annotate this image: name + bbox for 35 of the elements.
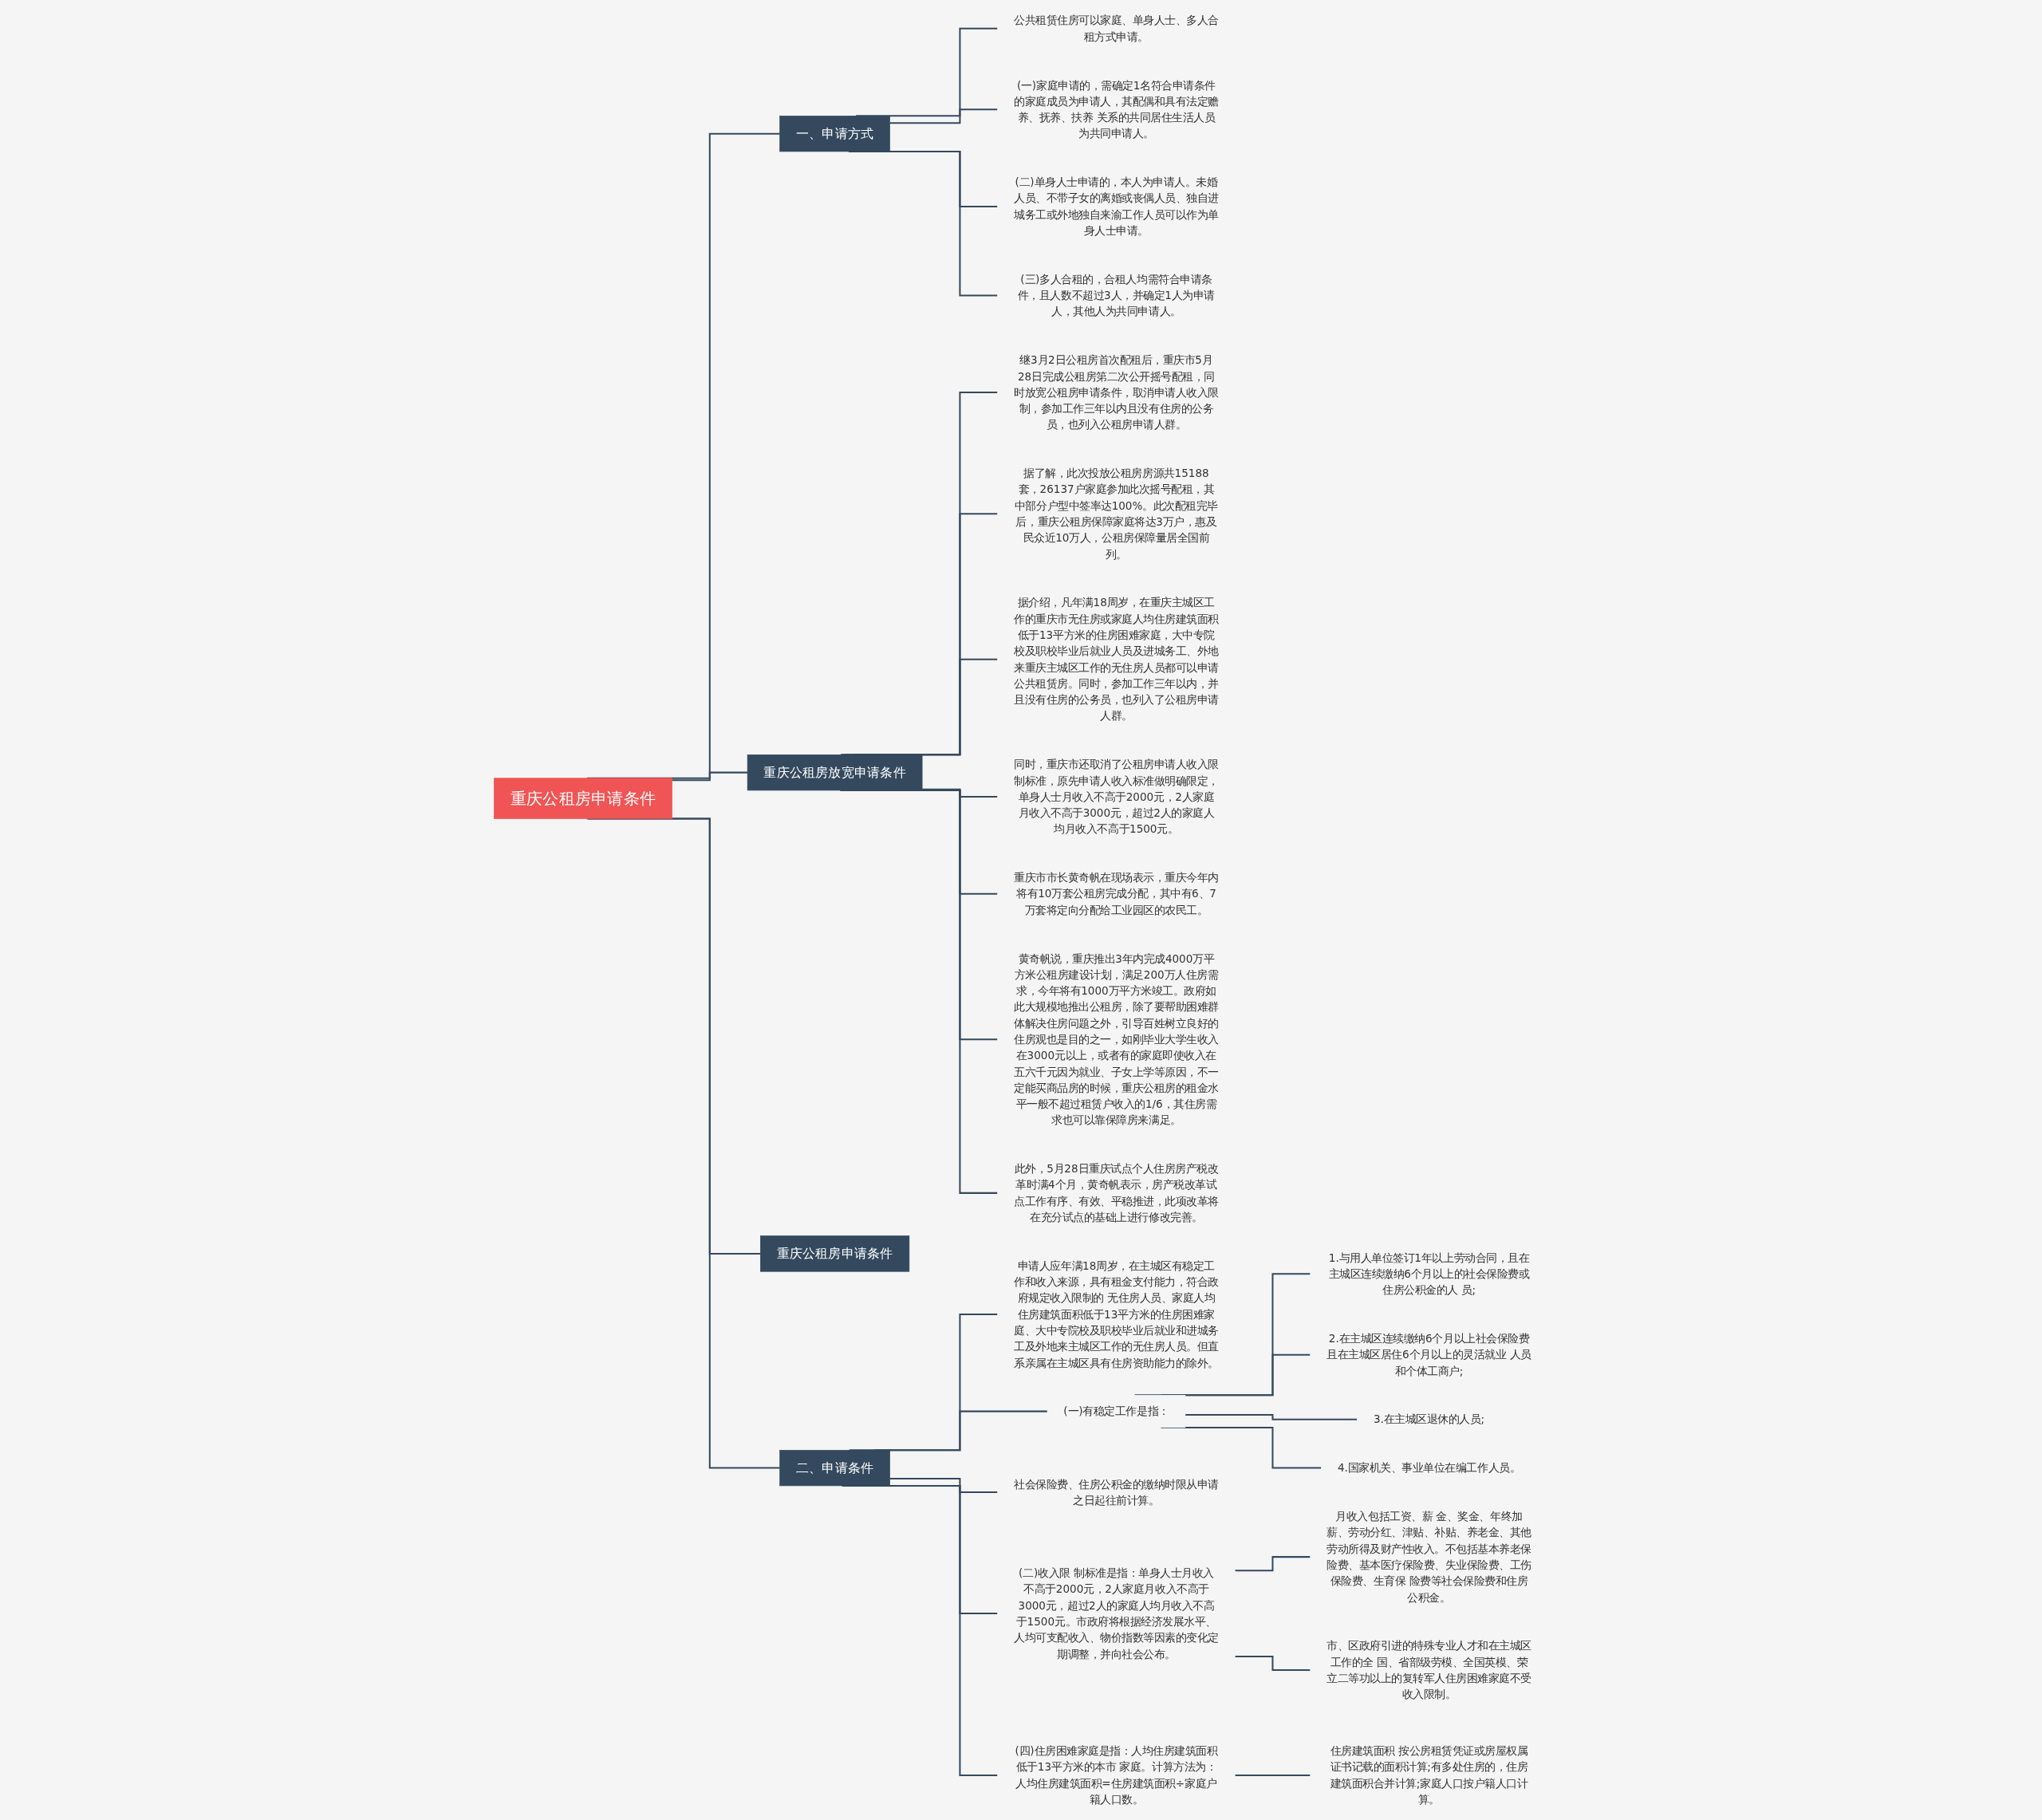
node-text: 申请人应年满18周岁，在主城区有稳定工作和收入来源，具有租金支付能力，符合政府规定收入限制的 无住房人员、家庭人均住房建筑面积低于13平方米的住房困难家庭、大中专院校及职校毕业后就业和进城务工及外地来主城区工作的无住房人员。但直系亲属在主城区具有住房资助能力的除外。 xyxy=(1014,1259,1220,1369)
node-box: 二、申请条件 xyxy=(779,1449,891,1487)
node-text: 2.在主城区连续缴纳6个月以上社会保险费且在主城区居住6个月以上的灵活就业 人员和个体工商户; xyxy=(1327,1332,1532,1378)
node-text: (二)单身人士申请的，本人为申请人。未婚人员、不带子女的离婚或丧偶人员、独自进城务工或外地独自来渝工作人员可以作为单身人士申请。 xyxy=(1014,175,1220,238)
node-text: 重庆市市长黄奇帆在现场表示，重庆今年内将有10万套公租房完成分配，其中有6、7万套将定向分配给工业园区的农民工。 xyxy=(1014,871,1220,917)
node-text: 此外，5月28日重庆试点个人住房房产税改革时满4个月，黄奇帆表示，房产税改革试点工作有序、有效、平稳推进，此项改革将在充分试点的基础上进行修改完善。 xyxy=(1014,1162,1220,1224)
node-text: 社会保险费、住房公积金的缴纳时限从申请之日起往前计算。 xyxy=(1014,1477,1220,1507)
node-text: 3.在主城区退休的人员; xyxy=(1374,1412,1485,1426)
node-text: (二)收入限 制标准是指：单身人士月收入不高于2000元，2人家庭月收入不高于3000元，超过2人的家庭人均月收入不高于1500元。市政府将根据经济发展水平、人均可支配收入、物价指数等因素的变化定期调整，并向社会公布。 xyxy=(1014,1566,1220,1660)
node-text: 住房建筑面积 按公房租赁凭证或房屋权属证书记载的面积计算;有多处住房的，住房建筑面积合并计算;家庭人口按户籍人口计算。 xyxy=(1330,1744,1528,1806)
node-text: 4.国家机关、事业单位在编工作人员。 xyxy=(1338,1461,1521,1475)
connector xyxy=(1185,1414,1358,1420)
connector xyxy=(922,788,999,798)
node-box: 一、申请方式 xyxy=(779,116,891,152)
connector xyxy=(889,1477,999,1494)
node-box: 重庆公租房放宽申请条件 xyxy=(747,754,923,791)
connector xyxy=(672,771,749,782)
connector xyxy=(889,108,999,124)
node-text: 月收入包括工资、薪 金、奖金、年终加薪、劳动分红、津贴、补贴、养老金、其他劳动所得及财产性收入。不包括基本养老保险费、基本医疗保险费、失业保险费、工伤保险费、生育保 险费等社会保险费和住房公积金。 xyxy=(1327,1510,1532,1604)
node-box: 重庆公租房申请条件 xyxy=(760,1235,910,1272)
node-text: (三)多人合租的，合租人均需符合申请条件，且人数不超过3人，并确定1人为申请人，其他人为共同申请人。 xyxy=(1018,273,1216,318)
node-text: 据了解，此次投放公租房房源共15188套，26137户家庭参加此次摇号配租，其中部分户型中签率达100%。此次配租完毕后，重庆公租房保障家庭将达3万户，惠及民众近10万人，公租房保障量居全国前列。 xyxy=(1015,467,1219,561)
connector xyxy=(1235,1556,1311,1572)
node-text: 市、区政府引进的特殊专业人才和在主城区工作的全 国、省部级劳模、全国英模、荣立二等功以上的复转军人住房困难家庭不受收入限制。 xyxy=(1327,1639,1532,1701)
node-text: 同时，重庆市还取消了公租房申请人收入限制标准，原先申请人收入标准做明确限定，单身人士月收入不高于2000元，2人家庭月收入不高于3000元，超过2人的家庭人均月收入不高于1500元。 xyxy=(1014,758,1220,836)
node-text: 黄奇帆说，重庆推出3年内完成4000万平方米公租房建设计划，满足200万人住房需求，今年将有1000万平方米竣工。政府如此大规模地推出公租房，除了要帮助困难群体解决住房问题之外，引导百姓树立良好的住房观也是目的之一，如刚毕业大学生收入在3000元以上，或者有的家庭即使收入在五六千元因为就业、子女上学等原因，不一定能买商品房的时候，重庆公租房的租金水平一般不超过租赁户收入的1/6，其住房需求也可以靠保障房来满足。 xyxy=(1014,951,1220,1127)
node-text: 继3月2日公租房首次配租后，重庆市5月28日完成公租房第二次公开摇号配租，同时放宽公租房申请条件，取消申请人收入限制，参加工作三年以内且没有住房的公务员，也列入公租房申请人群。 xyxy=(1014,353,1220,431)
node-text: 公共租赁住房可以家庭、单身人士、多人合租方式申请。 xyxy=(1014,14,1220,44)
connector xyxy=(1235,1774,1311,1776)
connector xyxy=(1235,1655,1311,1672)
node-text: 1.与用人单位签订1年以上劳动合同，且在主城区连续缴纳6个月以上的社会保险费或住房公积金的人 员; xyxy=(1328,1251,1530,1297)
node-text: 据介绍，凡年满18周岁，在重庆主城区工作的重庆市无住房或家庭人均住房建筑面积低于13平方米的住房困难家庭，大中专院校及职校毕业后就业人员及进城务工、外地来重庆主城区工作的无住房人员都可以申请公共租赁房。同时，参加工作三年以内，并且没有住房的公务员，也列入了公租房申请人群。 xyxy=(1014,596,1220,723)
node-text: (一)家庭申请的，需确定1名符合申请条件的家庭成员为申请人，其配偶和具有法定赡养、抚养、扶养 关系的共同居住生活人员为共同申请人。 xyxy=(1014,78,1220,140)
node-box: 重庆公租房申请条件 xyxy=(494,778,672,819)
node-text: (四)住房困难家庭是指：人均住房建筑面积低于13平方米的本市 家庭。计算方法为：人均住房建筑面积=住房建筑面积÷家庭户籍人口数。 xyxy=(1015,1744,1218,1806)
